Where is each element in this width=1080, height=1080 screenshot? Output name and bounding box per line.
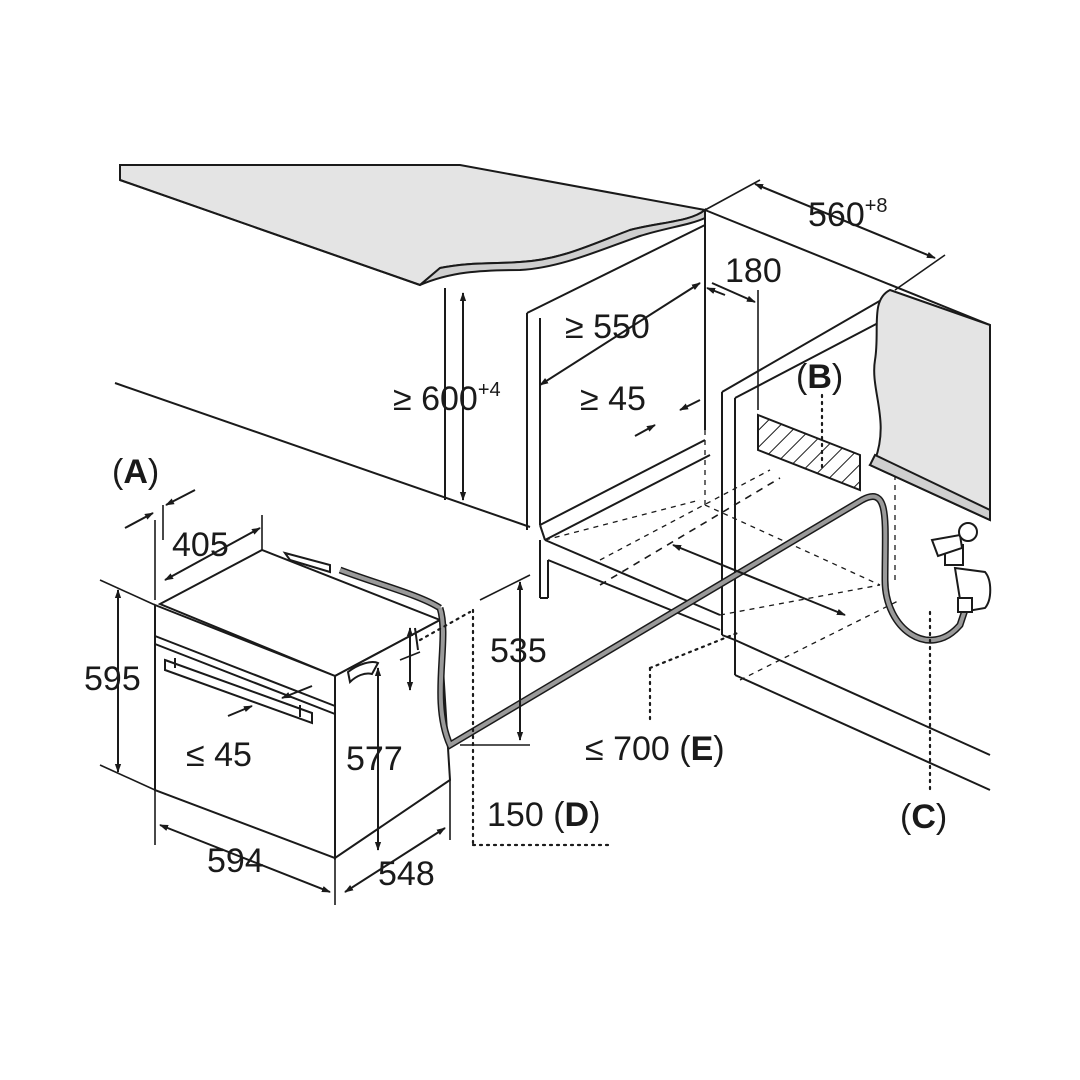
label-vent-gap: 180 — [725, 252, 782, 290]
label-front-gap-callout: (A) — [112, 453, 159, 491]
label-outlet-height: 150 (D) — [487, 796, 600, 834]
water-tap-icon — [930, 522, 992, 614]
water-hose — [338, 493, 969, 751]
oven — [154, 548, 452, 860]
label-oven-width: 594 — [207, 842, 264, 880]
label-inner-height: 577 — [346, 740, 403, 778]
label-vent-callout: (B) — [796, 358, 843, 396]
label-oven-height: 595 — [84, 660, 141, 698]
label-connection-height: 535 — [490, 632, 547, 670]
label-plinth-gap: ≥ 45 — [580, 380, 646, 418]
label-hose-length: ≤ 700 (E) — [585, 730, 725, 768]
leader-lines — [418, 393, 932, 847]
left-countertop — [119, 164, 708, 287]
dimension-lines — [99, 179, 946, 905]
right-countertop — [868, 288, 991, 522]
label-oven-depth: 548 — [378, 855, 435, 893]
label-niche-height: ≥ 600+4 — [393, 379, 501, 418]
label-water-tap-callout: (C) — [900, 798, 947, 836]
label-oven-depth-top: 405 — [172, 526, 229, 564]
labels: 560+8 180 ≥ 550 ≥ 600+4 ≥ 45 (B) (A) 405… — [84, 195, 947, 893]
label-niche-depth: ≥ 550 — [565, 308, 650, 346]
label-countertop-depth: 560+8 — [808, 195, 888, 234]
label-handle-gap: ≤ 45 — [186, 736, 252, 774]
vent-opening — [757, 413, 861, 492]
